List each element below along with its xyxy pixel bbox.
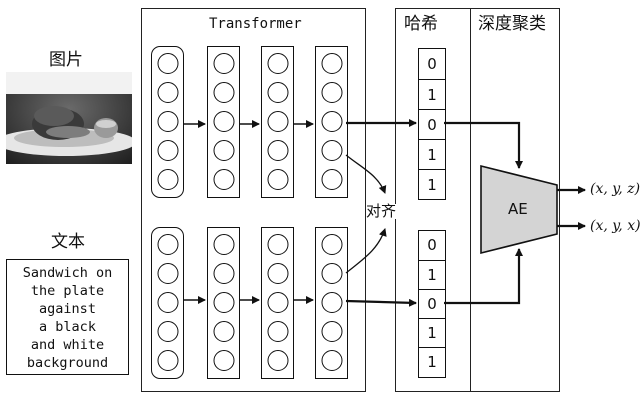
output-tuple: (x, y, z) xyxy=(590,181,640,197)
ae-input-arrow xyxy=(444,249,519,303)
hash-arrow xyxy=(346,301,416,303)
ae-label: AE xyxy=(508,202,528,217)
align-label: 对齐 xyxy=(366,204,396,219)
align-curve xyxy=(346,155,385,193)
align-curve xyxy=(346,229,385,273)
output-tuple: (x, y, x) xyxy=(590,218,641,234)
ae-input-arrow xyxy=(444,123,519,168)
